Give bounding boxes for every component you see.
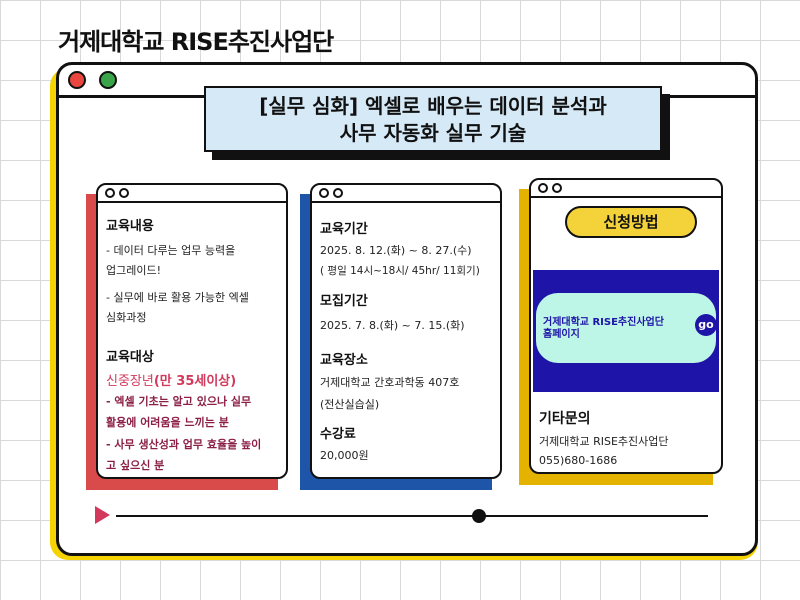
content-item: - 데이터 다루는 업무 능력을 xyxy=(106,244,236,257)
inquiry-heading: 기타문의 xyxy=(539,411,591,427)
homepage-link[interactable] xyxy=(536,293,716,363)
inquiry-phone: 055)680-1686 xyxy=(539,454,618,467)
card-content xyxy=(96,183,288,479)
homepage-link-label[interactable]: 거제대학교 RISE추진사업단 홈페이지 xyxy=(543,317,664,341)
card-schedule xyxy=(310,183,502,479)
period-detail: ( 평일 14시~18시/ 45hr/ 11회기) xyxy=(320,265,480,277)
homepage-line2: 홈페이지 xyxy=(543,329,580,340)
content-heading: 교육내용 xyxy=(106,219,154,234)
place-line1: 거제대학교 간호과학동 407호 xyxy=(320,376,460,389)
place-line2: (전산실습실) xyxy=(320,398,380,411)
card-dot-icon xyxy=(119,188,129,198)
target-item: - 사무 생산성과 업무 효율을 높이 xyxy=(106,438,262,451)
target-age: (만 35세이상) xyxy=(153,374,237,389)
progress-knob[interactable] xyxy=(472,509,486,523)
homepage-line1: 거제대학교 RISE추진사업단 xyxy=(543,317,664,328)
card-dot-icon xyxy=(333,188,343,198)
maximize-dot-icon[interactable] xyxy=(99,71,117,89)
course-title: [실무 심화] 엑셀로 배우는 데이터 분석과 사무 자동화 실무 기술 xyxy=(204,86,662,152)
play-icon[interactable] xyxy=(95,506,110,524)
card-dot-icon xyxy=(538,183,548,193)
content-item: 심화과정 xyxy=(106,311,147,324)
target-group: 신중장년 xyxy=(106,374,154,389)
fee-heading: 수강료 xyxy=(320,427,356,442)
inquiry-org: 거제대학교 RISE추진사업단 xyxy=(539,435,669,448)
target-item: - 엑셀 기초는 알고 있으나 실무 xyxy=(106,395,252,408)
card-divider xyxy=(531,196,721,198)
apply-method-button[interactable]: 신청방법 xyxy=(565,206,697,238)
target-item: 고 싶으신 분 xyxy=(106,459,165,472)
recruit-dates: 2025. 7. 8.(화) ~ 7. 15.(화) xyxy=(320,319,465,332)
target-heading: 교육대상 xyxy=(106,350,154,365)
course-title-line2: 사무 자동화 실무 기술 xyxy=(339,121,527,145)
card-divider xyxy=(312,201,500,203)
target-main: 신중장년(만 35세이상) xyxy=(106,370,236,389)
content-item: 업그레이드! xyxy=(106,264,162,277)
card-dot-icon xyxy=(319,188,329,198)
progress-track[interactable] xyxy=(116,515,708,517)
card-dot-icon xyxy=(552,183,562,193)
brand-title: 거제대학교 RISE추진사업단 xyxy=(58,28,334,56)
place-heading: 교육장소 xyxy=(320,353,368,368)
recruit-heading: 모집기간 xyxy=(320,294,368,309)
period-heading: 교육기간 xyxy=(320,222,368,237)
course-title-line1: [실무 심화] 엑셀로 배우는 데이터 분석과 xyxy=(259,94,607,118)
content-item: - 실무에 바로 활용 가능한 엑셀 xyxy=(106,291,249,304)
period-dates: 2025. 8. 12.(화) ~ 8. 27.(수) xyxy=(320,244,472,257)
fee-value: 20,000원 xyxy=(320,449,369,462)
close-dot-icon[interactable] xyxy=(68,71,86,89)
target-item: 활용에 어려움을 느끼는 분 xyxy=(106,416,229,429)
card-divider xyxy=(98,201,286,203)
go-icon[interactable]: go xyxy=(695,314,717,336)
card-dot-icon xyxy=(105,188,115,198)
